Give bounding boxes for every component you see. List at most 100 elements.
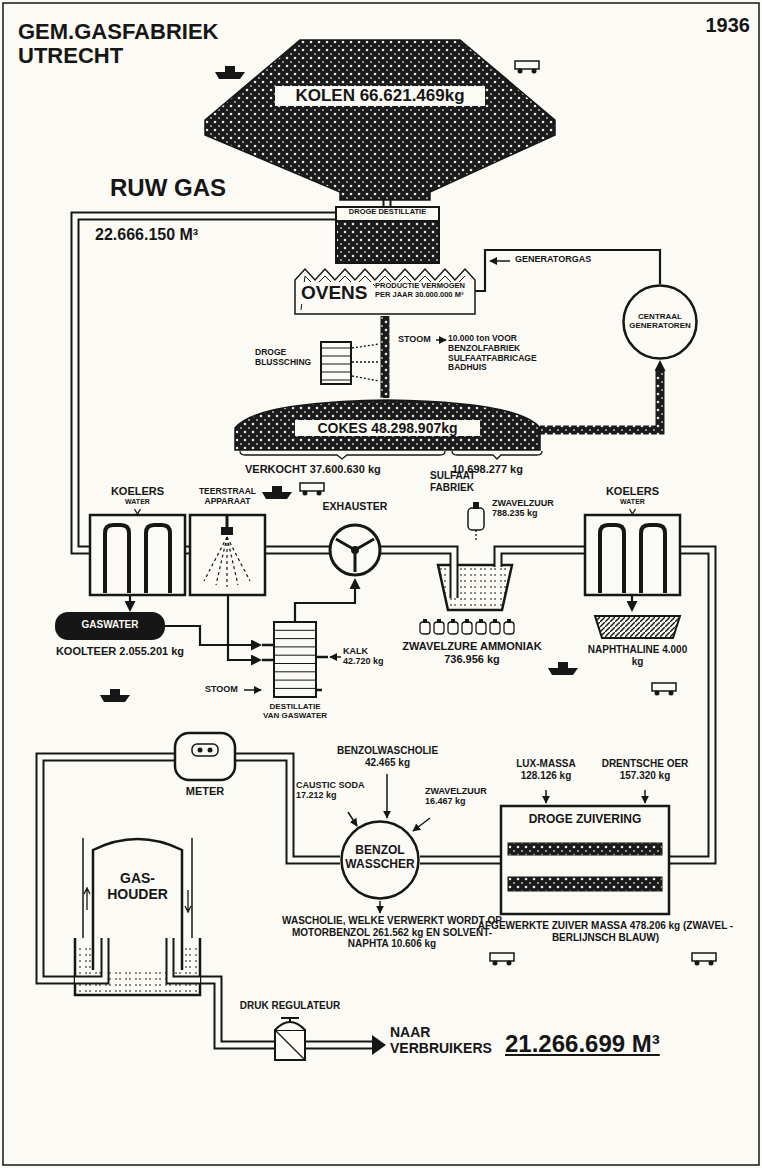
coke-pile: COKES 48.298.907kg xyxy=(235,398,540,450)
exhauster-wheel: EXHAUSTER xyxy=(315,500,395,578)
ammonia-bottles xyxy=(504,619,514,634)
cooler-box-outline xyxy=(90,509,185,595)
coke-brace xyxy=(240,451,542,459)
node-label: KOELERS xyxy=(585,485,680,498)
pipe-bore xyxy=(395,548,430,553)
outlet-pipe xyxy=(372,1035,386,1055)
pipe-wall xyxy=(420,856,500,865)
coke-stream xyxy=(540,371,660,430)
pressure-regulator-outline xyxy=(275,1022,305,1030)
cooler-box: KOELERSWATER xyxy=(90,485,185,595)
node-label: NAPHTHALINE 4.000 kg xyxy=(585,644,690,667)
cooler-box-outline xyxy=(585,515,680,595)
pipe-bore xyxy=(420,858,500,863)
quench-spray xyxy=(352,361,379,362)
distillation-column-outline xyxy=(274,688,316,689)
generator-circle-outline xyxy=(624,286,697,359)
oven-flames-outline xyxy=(295,269,475,314)
node-sublabel: WATER xyxy=(585,498,680,506)
coke-stream xyxy=(381,316,390,398)
ammonia-bottles xyxy=(476,619,486,634)
quench-box-outline xyxy=(321,380,351,381)
flow-arrow xyxy=(295,589,355,622)
distillation-column-outline xyxy=(316,689,322,692)
tar-spray-box-outline xyxy=(204,537,227,581)
ammonia-bottles xyxy=(420,619,430,634)
gas-pipe xyxy=(200,980,235,1045)
tar-spray-box-outline xyxy=(227,537,238,585)
dry-purifier-outline xyxy=(508,877,662,891)
pipe-wall xyxy=(250,757,340,860)
ammonia-bottles xyxy=(462,619,472,634)
outlet-pipe xyxy=(345,1041,373,1050)
gas-pipe xyxy=(420,860,500,861)
boat-icon xyxy=(215,66,245,79)
sulphate-saturator-outline xyxy=(473,502,479,509)
node-label: KOELERS xyxy=(90,485,185,498)
pressure-regulator-outline xyxy=(275,1030,305,1060)
gas-meter-outline xyxy=(208,748,213,753)
node-label: DESTILLATIE VAN GASWATER xyxy=(262,702,328,720)
year: 1936 xyxy=(660,14,750,37)
retort-box-outline xyxy=(336,207,439,221)
node-label: CENTRAAL GENERATOREN xyxy=(626,312,694,330)
pipe-bore xyxy=(200,980,235,1045)
outlet-pipe xyxy=(345,1043,373,1048)
quench-box-outline xyxy=(321,348,351,349)
node-sublabel: PRODUCTIE VERMOGEN PER JAAR 30.000.000 M… xyxy=(375,282,471,299)
exhauster-wheel-outline xyxy=(315,546,395,555)
input-arrow xyxy=(644,790,646,803)
generator-circle-outline xyxy=(624,286,697,359)
pipe-bore xyxy=(75,216,335,550)
input-label: CAUSTIC SODA 17.212 kg xyxy=(296,780,368,801)
input-label: DRENTSCHE OER 157.320 kg xyxy=(595,758,695,781)
flow-arrow xyxy=(475,250,660,291)
dry-purifier-outline xyxy=(501,806,669,914)
quench-spray xyxy=(352,344,379,348)
gas-holder-outline xyxy=(75,820,200,995)
note: 10.000 ton VOOR BENZOLFABRIEK SULFAATFAB… xyxy=(448,334,572,373)
pipe-wall xyxy=(525,546,585,555)
node-label: GASWATER xyxy=(55,619,165,631)
quench-box-outline xyxy=(321,342,351,384)
tar-spray-box-outline xyxy=(227,537,250,581)
edge-label: GENERATORGAS xyxy=(515,254,605,264)
gas-meter-outline xyxy=(234,753,250,762)
product-label: ZWAVELZURE AMMONIAK 736.956 kg xyxy=(397,640,547,665)
input-label: KALK 42.720 kg xyxy=(343,646,393,667)
gas-pipe xyxy=(265,550,315,551)
distillation-column-outline xyxy=(274,680,316,681)
distillation-column: DESTILLATIE VAN GASWATER xyxy=(262,622,328,737)
input-label: BENZOLWASCHOLIE 42.465 kg xyxy=(325,745,450,768)
quench-spray xyxy=(352,344,379,381)
quench-spray xyxy=(352,376,379,381)
gas-meter-outline xyxy=(160,755,176,760)
steam-arrow xyxy=(244,689,261,691)
coke-brace xyxy=(240,451,445,459)
oven-flames-outline xyxy=(295,269,475,314)
quantity: VERKOCHT 37.600.630 kg xyxy=(245,463,445,476)
quench-box-outline xyxy=(321,364,351,365)
dry-purifier-outline xyxy=(508,843,662,855)
quench-box-outline xyxy=(321,372,351,373)
input-arrow xyxy=(348,812,357,826)
quench-box: DROGE BLUSSCHING xyxy=(255,340,355,386)
boat-icon xyxy=(100,689,130,702)
ammonia-bottles xyxy=(420,619,514,634)
product-label: WASCHOLIE, WELKE VERWERKT WORDT OP MOTOR… xyxy=(282,915,502,950)
gas-holder-outline xyxy=(75,938,105,980)
pipe-wall xyxy=(670,550,712,860)
distillation-column-outline xyxy=(274,630,316,631)
node-label: DROGE BLUSSCHING xyxy=(255,348,318,368)
edge-label: RUW GAS xyxy=(110,174,270,202)
sulphate-saturator-outline xyxy=(498,550,525,567)
tar-spray-box-outline xyxy=(190,515,265,595)
sulphate-saturator-outline xyxy=(475,530,476,540)
benzol-washer: BENZOL WASSCHER xyxy=(340,820,420,900)
flow-arrow xyxy=(540,371,660,430)
exhauster-wheel-outline xyxy=(315,525,395,575)
retort-box-outline xyxy=(336,207,439,263)
wagon-icon xyxy=(490,953,514,966)
distillation-column-outline xyxy=(274,663,316,664)
naphthalene-trough-outline xyxy=(595,616,680,638)
